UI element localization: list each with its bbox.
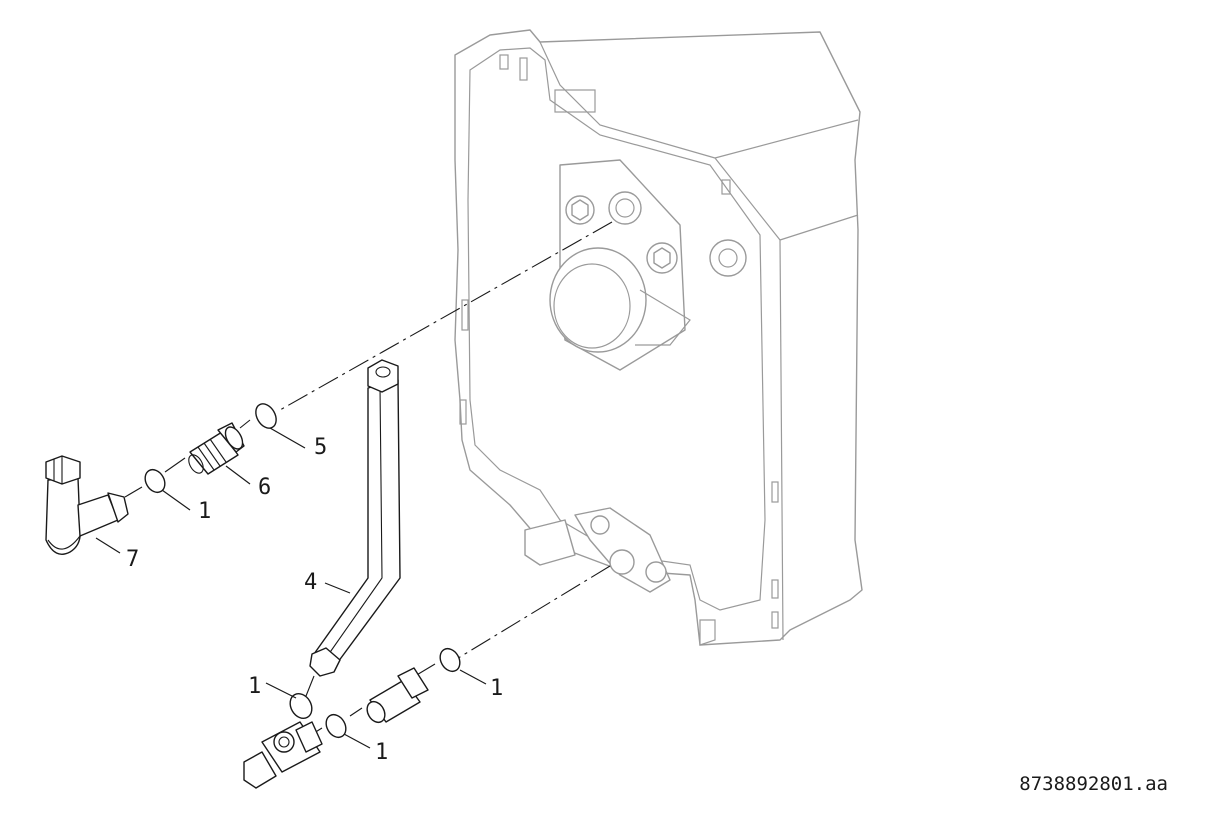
document-number: 8738892801.aa [1019, 773, 1168, 795]
elbow-fitting [45, 455, 129, 555]
callout-seal-upper-left: 1 [198, 499, 211, 524]
callout-seal-large: 5 [314, 435, 327, 460]
callout-elbow: 7 [126, 547, 139, 572]
seal-ring-upper-left [144, 468, 166, 494]
seal-ring-front [439, 647, 461, 673]
tee-fitting [243, 721, 323, 789]
flange [549, 247, 647, 353]
assembly-axis-lines [124, 221, 613, 739]
callout-nipple: 6 [258, 475, 271, 500]
callout-seal-lower-front: 1 [375, 740, 388, 765]
upper-axis-line [279, 221, 613, 411]
boiler-housing [454, 29, 863, 646]
callout-seal-front: 1 [490, 676, 503, 701]
callout-leaders [95, 427, 487, 749]
seal-ring-large [255, 403, 277, 429]
lower-axis-line [454, 565, 611, 661]
callout-pipe: 4 [304, 570, 317, 595]
callout-labels: 5 6 1 7 4 1 1 1 [126, 435, 503, 765]
lower-bracket [524, 519, 576, 566]
seal-ring-lower-left [289, 692, 313, 720]
connection-pipe [309, 359, 401, 677]
threaded-nipple [188, 422, 245, 475]
pipe-coupling [366, 667, 429, 724]
callout-seal-lower-left: 1 [248, 674, 261, 699]
seal-ring-lower-center [325, 713, 347, 739]
